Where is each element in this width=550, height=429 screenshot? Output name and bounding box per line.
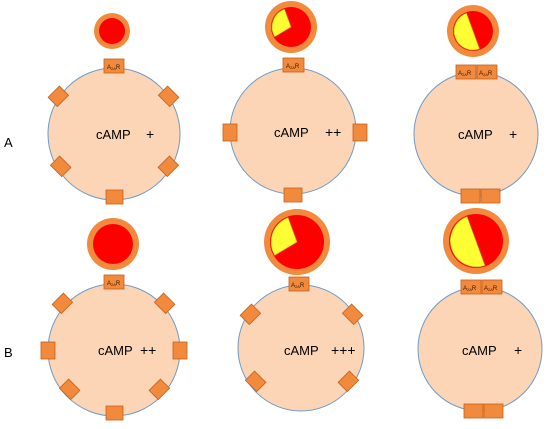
receptor-dimer-b3-bottom bbox=[463, 403, 504, 419]
receptor-label: A2AR bbox=[463, 286, 477, 292]
receptor-bottom bbox=[460, 188, 481, 204]
receptor-upper-right bbox=[153, 292, 176, 315]
receptor-upper-left bbox=[47, 85, 70, 108]
receptor-bottom bbox=[105, 189, 124, 205]
ligand-core bbox=[99, 18, 125, 44]
receptor-a2ar bbox=[103, 58, 125, 74]
receptor-label: A2AR bbox=[286, 64, 300, 70]
receptor-a2ar bbox=[481, 279, 503, 295]
receptor-label: A2AR bbox=[458, 71, 472, 77]
receptor-label: A2AR bbox=[107, 281, 121, 287]
row-label-a: A bbox=[4, 135, 13, 150]
receptor-bottom bbox=[483, 403, 504, 419]
receptor-right bbox=[352, 123, 368, 142]
receptor-dimer-b3-top: A2AR A2AR bbox=[460, 279, 503, 295]
receptor-dimer-a1-top: A2AR bbox=[103, 58, 125, 74]
cell-panel-a1: A2AR cAMP + bbox=[47, 13, 181, 205]
camp-level-a2: ++ bbox=[325, 124, 341, 140]
ligand-core bbox=[93, 224, 133, 264]
receptor-a2ar bbox=[476, 64, 498, 80]
ligand-occupied-fraction bbox=[450, 216, 486, 268]
receptor-a2ar bbox=[460, 279, 482, 295]
receptor-left bbox=[40, 341, 56, 360]
cell-panel-b3: A2AR A2AR cAMP + bbox=[417, 208, 543, 419]
receptor-a2ar bbox=[103, 274, 125, 290]
ligand-occupied-fraction bbox=[270, 217, 298, 256]
receptor-upper-right bbox=[157, 85, 180, 108]
receptor-bottom bbox=[480, 188, 501, 204]
receptor-dimer-a3-top: A2AR A2AR bbox=[455, 64, 498, 80]
receptor-dimer-a2-top: A2AR bbox=[282, 57, 305, 73]
camp-label-a1: cAMP bbox=[96, 127, 131, 142]
receptor-a2ar bbox=[288, 276, 310, 292]
receptor-lower-right bbox=[157, 155, 180, 178]
receptor-label: A2AR bbox=[107, 65, 121, 71]
receptor-lower-right bbox=[337, 370, 360, 393]
camp-label-a3: cAMP bbox=[458, 127, 493, 142]
ligand-a3 bbox=[447, 5, 499, 57]
receptor-dimer-b2-top: A2AR bbox=[288, 276, 310, 292]
receptor-left bbox=[222, 123, 238, 142]
receptor-lower-right bbox=[148, 378, 171, 401]
camp-level-b2: +++ bbox=[331, 342, 356, 358]
camp-level-a3: + bbox=[509, 126, 517, 142]
camp-label-a2: cAMP bbox=[274, 125, 309, 140]
cell-panel-b1: A2AR cAMP ++ bbox=[40, 218, 188, 421]
row-label-b: B bbox=[4, 345, 13, 360]
receptor-upper-left bbox=[239, 303, 262, 326]
receptor-label: A2AR bbox=[291, 283, 305, 289]
receptor-label: A2AR bbox=[484, 286, 498, 292]
ligand-a2 bbox=[265, 1, 317, 53]
camp-label-b3: cAMP bbox=[462, 343, 497, 358]
receptor-dimer-b1-top: A2AR bbox=[103, 274, 125, 290]
cell-panel-a3: A2AR A2AR cAMP + bbox=[413, 5, 539, 204]
camp-level-b1: ++ bbox=[140, 342, 156, 358]
receptor-upper-right bbox=[341, 303, 364, 326]
receptor-bottom bbox=[283, 187, 303, 203]
ligand-occupied-fraction bbox=[271, 8, 292, 38]
camp-label-b1: cAMP bbox=[98, 343, 133, 358]
ligand-occupied-fraction bbox=[453, 12, 480, 51]
cell-panel-a2: A2AR cAMP ++ bbox=[222, 1, 368, 203]
ligand-b2 bbox=[264, 209, 330, 275]
receptor-bottom bbox=[105, 405, 124, 421]
receptor-upper-left bbox=[51, 292, 74, 315]
receptor-right bbox=[172, 341, 188, 360]
ligand-b3 bbox=[443, 208, 509, 274]
receptor-a2ar bbox=[455, 64, 477, 80]
camp-level-a1: + bbox=[146, 126, 154, 142]
receptor-bottom bbox=[463, 403, 484, 419]
receptor-lower-left bbox=[58, 378, 81, 401]
receptor-lower-left bbox=[244, 370, 267, 393]
receptor-label: A2AR bbox=[479, 71, 493, 77]
cell-panel-b2: A2AR cAMP +++ bbox=[237, 209, 365, 412]
receptor-dimer-a3-bottom bbox=[460, 188, 501, 204]
ligand-a1 bbox=[94, 13, 130, 49]
receptor-lower-left bbox=[49, 155, 72, 178]
camp-label-b2: cAMP bbox=[284, 343, 319, 358]
camp-level-b3: + bbox=[514, 342, 522, 358]
receptor-a2ar bbox=[282, 57, 305, 73]
ligand-b1 bbox=[87, 218, 139, 270]
